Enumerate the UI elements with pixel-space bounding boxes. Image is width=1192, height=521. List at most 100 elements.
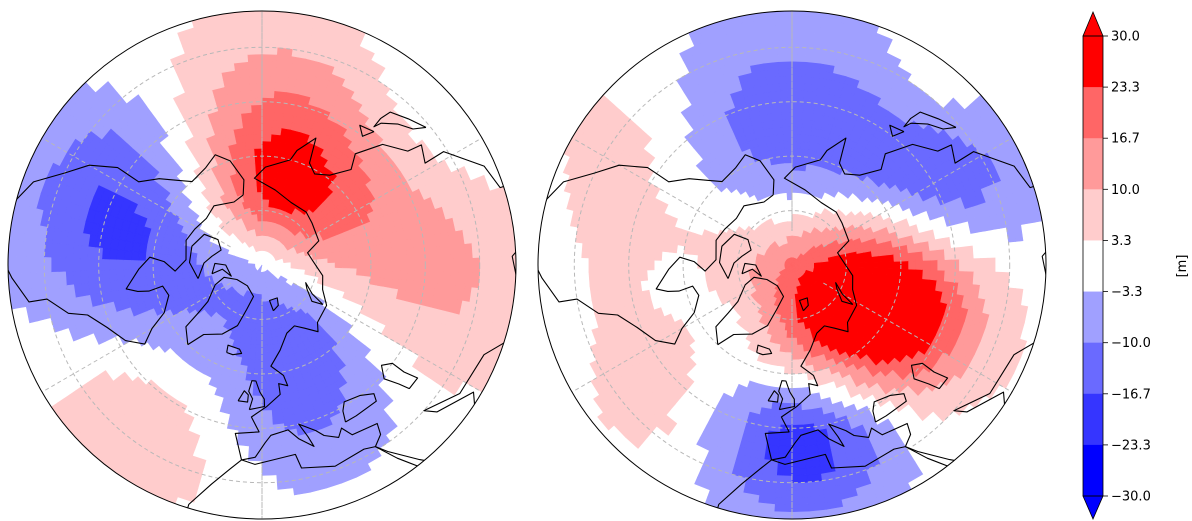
anomaly-cell (496, 362, 512, 384)
anomaly-cell (258, 264, 263, 273)
anomaly-cell (261, 351, 269, 360)
anomaly-cell (791, 467, 808, 476)
anomaly-cell (179, 412, 195, 425)
anomaly-cell (319, 257, 328, 266)
anomaly-cell (776, 54, 793, 63)
anomaly-cell (368, 276, 378, 286)
anomaly-cell (244, 25, 263, 34)
anomaly-cell (791, 322, 800, 331)
anomaly-cell (261, 192, 268, 201)
anomaly-cell (485, 272, 495, 290)
anomaly-cell (261, 228, 267, 237)
anomaly-cell (102, 259, 110, 271)
anomaly-cell (603, 244, 612, 260)
anomaly-cell (251, 112, 263, 121)
anomaly-cell (49, 84, 69, 105)
anomaly-cell (791, 170, 799, 179)
anomaly-cell (519, 218, 529, 237)
anomaly-cell (175, 249, 184, 258)
anomaly-cell (261, 17, 280, 27)
anomaly-cell (261, 394, 272, 404)
anomaly-cell (225, 0, 244, 6)
anomaly-cell (801, 119, 813, 129)
anomaly-cell (791, 213, 798, 223)
anomaly-cell (786, 337, 793, 346)
anomaly-cell (595, 271, 605, 286)
anomaly-cell (116, 259, 125, 271)
anomaly-cell (246, 365, 256, 374)
anomaly-cell (244, 141, 255, 151)
anomaly-cell (243, 0, 262, 4)
anomaly-cell (22, 256, 31, 274)
coastline (188, 233, 222, 279)
anomaly-cell (413, 259, 422, 271)
anomaly-cell (109, 259, 118, 271)
anomaly-cell (256, 329, 263, 338)
anomaly-cell (519, 292, 529, 311)
anomaly-cell (792, 0, 811, 4)
anomaly-cell (239, 105, 252, 115)
anomaly-cell (878, 261, 887, 269)
anomaly-cell (639, 248, 649, 261)
anomaly-cell (290, 264, 299, 270)
anomaly-cell (972, 258, 981, 272)
anomaly-cell (271, 408, 284, 418)
anomaly-cell (261, 90, 275, 99)
anomaly-cell (261, 366, 270, 375)
anomaly-cell (784, 322, 793, 331)
anomaly-cell (243, 11, 263, 20)
anomaly-cell (769, 415, 782, 425)
anomaly-cell (776, 156, 786, 165)
anomaly-cell (863, 267, 873, 274)
anomaly-cell (80, 270, 90, 285)
anomaly-cell (786, 184, 793, 193)
anomaly-cell (248, 438, 263, 447)
anomaly-cell (774, 25, 793, 34)
anomaly-cell (243, 134, 254, 144)
anomaly-cell (261, 141, 271, 150)
anomaly-cell (779, 343, 787, 353)
coastline (305, 282, 324, 306)
anomaly-cell (884, 274, 894, 283)
anomaly-cell (391, 250, 401, 261)
colorbar-tick-label: 30.0 (1111, 30, 1140, 45)
anomaly-cell (809, 392, 822, 402)
anomaly-cell (780, 336, 788, 345)
colorbar-tick-label: −10.0 (1111, 336, 1151, 351)
anomaly-cell (252, 387, 263, 396)
anomaly-cell (252, 126, 263, 136)
anomaly-cell (800, 127, 812, 136)
colorbar-swatch (1083, 138, 1103, 190)
anomaly-cell (442, 270, 451, 286)
anomaly-cell (29, 256, 38, 274)
anomaly-cell (270, 134, 281, 144)
anomaly-cell (1017, 130, 1034, 151)
anomaly-cell (810, 0, 829, 6)
anomaly-cell (965, 258, 974, 272)
anomaly-cell (943, 259, 952, 271)
anomaly-cell (783, 141, 793, 150)
anomaly-cell (261, 242, 267, 252)
anomaly-cell (881, 503, 902, 518)
coastline (342, 393, 377, 423)
anomaly-cell (957, 246, 967, 260)
anomaly-cell (370, 260, 379, 270)
anomaly-cell (267, 177, 275, 187)
anomaly-cell (493, 256, 502, 274)
anomaly-cell (334, 261, 343, 269)
anomaly-cell (769, 105, 782, 115)
anomaly-cell (87, 258, 96, 272)
anomaly-cell (899, 268, 909, 278)
anomaly-cell (503, 345, 516, 366)
anomaly-cell (936, 259, 945, 271)
anomaly-cell (791, 61, 807, 70)
anomaly-cell (256, 184, 263, 193)
anomaly-cell (492, 239, 502, 258)
colorbar-tick-label: 23.3 (1111, 81, 1140, 96)
anomaly-cell (791, 387, 802, 396)
anomaly-cell (405, 248, 415, 261)
anomaly-cell (442, 244, 451, 260)
anomaly-cell (997, 99, 1016, 120)
anomaly-cell (274, 164, 284, 174)
anomaly-cell (261, 104, 274, 114)
